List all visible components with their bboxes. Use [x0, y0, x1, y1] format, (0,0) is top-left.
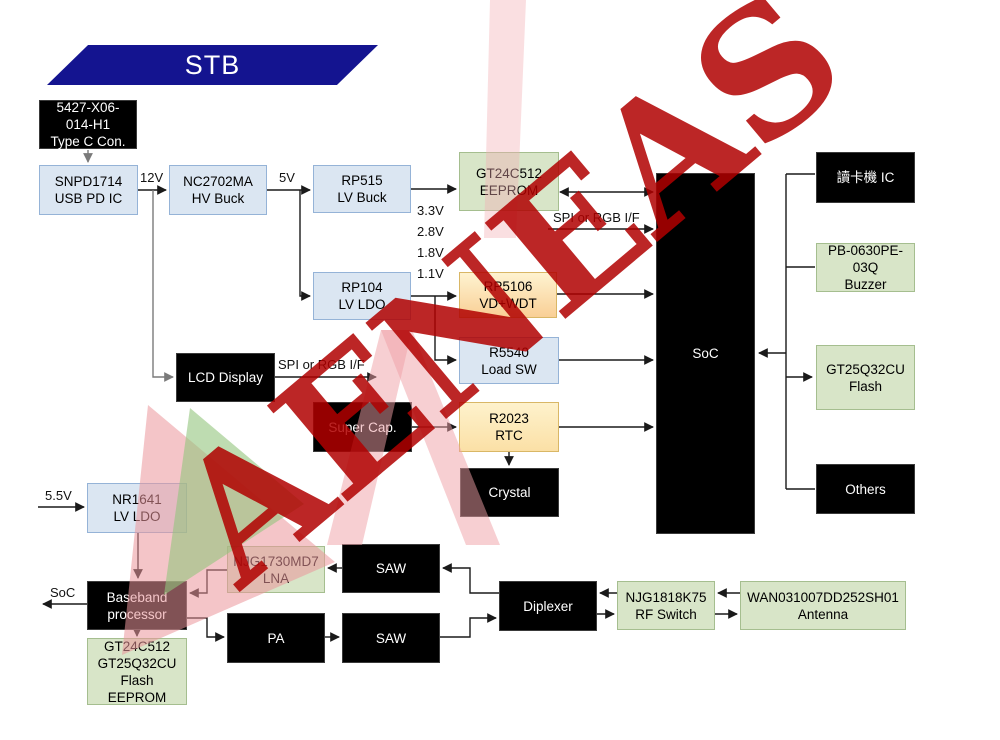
- box-rp104: RP104 LV LDO: [313, 272, 411, 320]
- connector-diplexer-to-sawrx: [442, 563, 499, 594]
- connector-sawtx-to-diplexer: [440, 613, 497, 638]
- box-diplexer-line: Diplexer: [523, 598, 573, 614]
- box-rp5106-line: RP5106: [483, 279, 533, 294]
- box-saw-rx: SAW: [342, 544, 440, 593]
- label-volt-1v8: 1.8V: [417, 245, 444, 260]
- box-saw-tx-line: SAW: [375, 630, 407, 646]
- box-snpd-line: SNPD1714: [54, 174, 123, 189]
- box-lcd-line: LCD Display: [187, 370, 264, 385]
- box-nc2702: NC2702MA HV Buck: [169, 165, 267, 215]
- box-nc2702-line: HV Buck: [191, 191, 245, 206]
- box-buzzer: PB-0630PE- 03Q Buzzer: [816, 243, 915, 292]
- label-volt-1v1: 1.1V: [417, 266, 444, 281]
- box-eeprom-bottom-line: EEPROM: [107, 689, 167, 705]
- box-rfswitch-line: NJG1818K75: [625, 589, 707, 605]
- box-flash-line: Flash: [848, 378, 882, 394]
- box-eeprom-bottom-line: Flash: [120, 672, 154, 688]
- box-rp515-line: LV Buck: [337, 190, 387, 205]
- box-eeprom-top-line: EEPROM: [479, 182, 539, 198]
- box-buzzer-line: Buzzer: [844, 277, 887, 292]
- box-antenna-line: Antenna: [797, 606, 849, 622]
- box-antenna-line: WAN031007DD252SH01: [747, 589, 899, 605]
- box-typec-line: 014-H1: [65, 117, 111, 132]
- box-rp104-line: RP104: [341, 280, 383, 295]
- box-rtc-line: RTC: [495, 428, 523, 443]
- box-lcd: LCD Display: [176, 353, 275, 402]
- box-typec-line: Type C Con.: [50, 134, 126, 149]
- box-rp5106-line: VD+WDT: [479, 296, 537, 311]
- box-typec-line: 5427-X06-: [56, 100, 120, 115]
- stb-banner-label: STB: [184, 49, 241, 80]
- box-saw-tx: SAW: [342, 613, 440, 663]
- box-soc-line: SoC: [692, 346, 719, 361]
- box-flash-line: GT25Q32CU: [826, 361, 905, 377]
- label-volt-5v5: 5.5V: [45, 488, 72, 503]
- box-buzzer-line: PB-0630PE-: [827, 243, 904, 258]
- box-cardreader: 讀卡機 IC: [816, 152, 915, 203]
- box-rp515-line: RP515: [341, 173, 383, 188]
- box-snpd-line: USB PD IC: [54, 191, 123, 206]
- box-saw-rx-line: SAW: [375, 561, 407, 576]
- connector-5v-to-rp104: [299, 190, 311, 301]
- label-volt-12v: 12V: [140, 170, 164, 185]
- box-cardreader-line: 讀卡機 IC: [836, 170, 895, 185]
- box-eeprom-bottom-line: GT25Q32CU: [97, 655, 177, 671]
- box-nc2702-line: NC2702MA: [183, 174, 253, 189]
- box-rfswitch-line: RF Switch: [635, 606, 697, 622]
- box-rp515: RP515 LV Buck: [313, 165, 411, 213]
- box-eeprom-top-line: GT24C512: [475, 165, 543, 181]
- box-others-line: Others: [845, 481, 886, 497]
- stb-banner: STB: [47, 45, 378, 85]
- label-volt-2v8: 2.8V: [417, 224, 444, 239]
- label-spi-lcd: SPI or RGB I/F: [278, 357, 365, 372]
- label-volt-3v3: 3.3V: [417, 203, 444, 218]
- box-rp104-line: LV LDO: [338, 297, 386, 312]
- box-buzzer-line: 03Q: [852, 260, 879, 275]
- box-soc: SoC: [656, 173, 755, 534]
- label-volt-5v: 5V: [279, 170, 295, 185]
- label-spi-top: SPI or RGB I/F: [553, 210, 640, 225]
- label-soc-out: SoC: [50, 585, 76, 600]
- box-others: Others: [816, 464, 915, 514]
- connector-12v-to-lcd: [152, 190, 174, 382]
- box-diplexer: Diplexer: [499, 581, 597, 631]
